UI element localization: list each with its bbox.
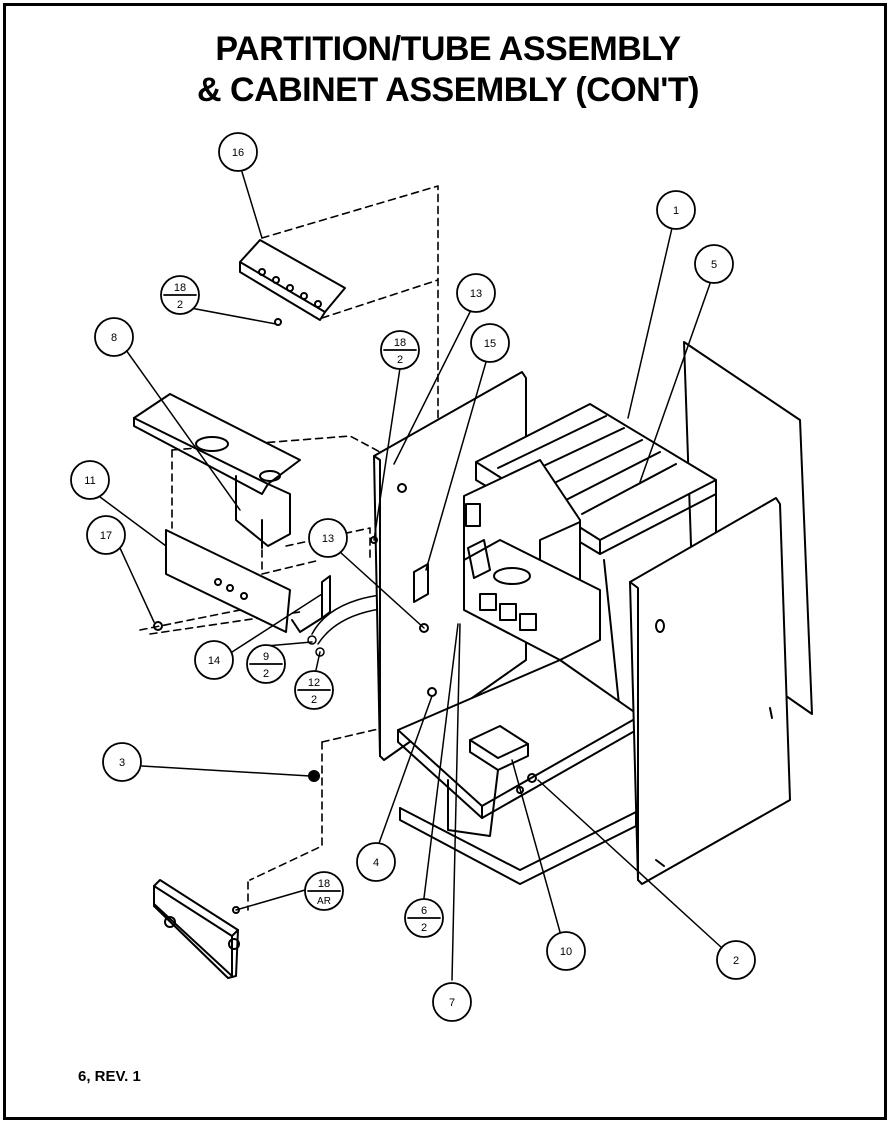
part-8-panel (133, 393, 301, 549)
callout-5: 5 (694, 244, 734, 284)
callout-8: 8 (94, 317, 134, 357)
callout-11: 11 (70, 460, 110, 500)
svg-text:9: 9 (263, 651, 269, 663)
svg-text:10: 10 (560, 946, 572, 958)
callout-12-2: 12 2 (294, 670, 334, 710)
drawing-revision-footer: 6, REV. 1 (78, 1068, 141, 1085)
callout-14: 14 (194, 640, 234, 680)
svg-text:6: 6 (421, 905, 427, 917)
title-line-1: PARTITION/TUBE ASSEMBLY (215, 30, 681, 68)
svg-text:16: 16 (232, 147, 244, 159)
svg-text:2: 2 (263, 668, 269, 680)
svg-text:2: 2 (421, 922, 427, 934)
burner-assembly (463, 459, 601, 661)
callout-4: 4 (356, 842, 396, 882)
svg-text:2: 2 (177, 299, 183, 311)
callout-18-2-middle: 18 2 (380, 330, 420, 370)
callout-7: 7 (432, 982, 472, 1022)
title-line-2: & CABINET ASSEMBLY (CON'T) (197, 71, 699, 109)
callout-10: 10 (546, 931, 586, 971)
callout-1: 1 (656, 190, 696, 230)
callout-9-2: 9 2 (246, 644, 286, 684)
svg-text:7: 7 (449, 997, 455, 1009)
svg-text:2: 2 (733, 955, 739, 967)
svg-text:2: 2 (397, 354, 403, 366)
svg-text:18: 18 (318, 878, 330, 890)
leader-lines (95, 171, 723, 981)
svg-text:1: 1 (673, 205, 679, 217)
front-access-panel (153, 879, 240, 979)
part-14-bracket (291, 575, 331, 633)
svg-text:18: 18 (394, 337, 406, 349)
svg-text:18: 18 (174, 282, 186, 294)
svg-text:15: 15 (484, 338, 496, 350)
svg-text:2: 2 (311, 694, 317, 706)
drawing-frame (3, 3, 887, 1120)
callout-3: 3 (102, 742, 142, 782)
callout-13-bottom: 13 (308, 518, 348, 558)
svg-text:4: 4 (373, 857, 379, 869)
callout-16: 16 (218, 132, 258, 172)
callout-17: 17 (86, 515, 126, 555)
svg-text:5: 5 (711, 259, 717, 271)
callout-6-2: 6 2 (404, 898, 444, 938)
svg-text:12: 12 (308, 677, 320, 689)
part-11-cover (165, 529, 291, 633)
svg-text:13: 13 (470, 288, 482, 300)
svg-text:13: 13 (322, 533, 334, 545)
svg-text:11: 11 (84, 475, 95, 487)
callout-15: 15 (470, 323, 510, 363)
svg-text:3: 3 (119, 757, 125, 769)
callout-18-2-top: 18 2 (160, 275, 200, 315)
callout-13-top: 13 (456, 273, 496, 313)
svg-text:17: 17 (100, 530, 112, 542)
svg-text:14: 14 (208, 655, 220, 667)
callout-18-ar: 18 AR (304, 871, 344, 911)
callout-2: 2 (716, 940, 756, 980)
svg-text:8: 8 (111, 332, 117, 344)
right-side-panel (629, 497, 791, 885)
svg-text:AR: AR (317, 896, 331, 907)
callouts: 16 18 2 8 11 17 13 18 2 (70, 132, 756, 1022)
part-16-bracket (239, 239, 346, 321)
